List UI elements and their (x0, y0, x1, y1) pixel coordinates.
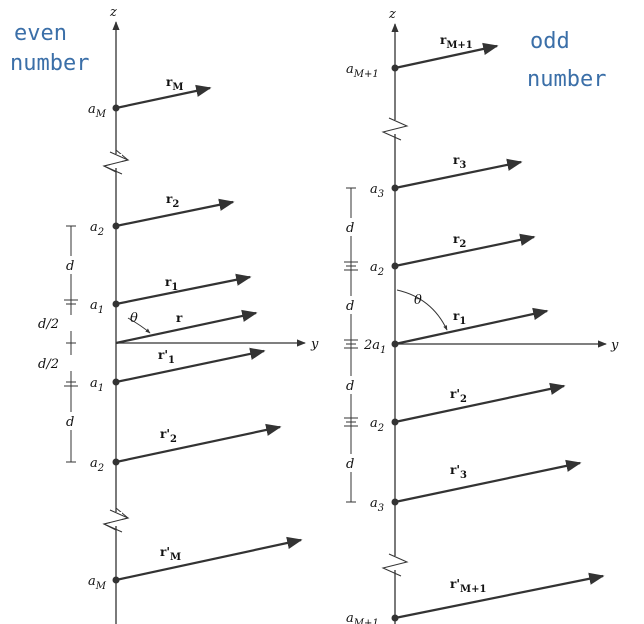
left-vector-r2 (115, 198, 235, 228)
right-vector-label-r3: r3 (453, 153, 466, 171)
left-spacing-half-bottom: d/2 (38, 357, 59, 372)
left-spacing-d-bottom: d (66, 415, 74, 430)
right-vector-label-r1: r1 (453, 309, 466, 327)
left-vector-rM (115, 84, 212, 110)
right-vector-rM1-prime (394, 572, 605, 620)
right-vector-label-rM1-prime: r'M+1 (450, 577, 486, 595)
right-spacing-d-2: d (346, 299, 354, 314)
left-spacing-half-top: d/2 (38, 317, 59, 332)
right-vector-label-r2-prime: r'2 (450, 387, 467, 405)
left-label-aM-bottom: aM (88, 574, 107, 592)
right-spacing-d-3: d (346, 379, 354, 394)
left-vector-label-r2-prime: r'2 (160, 427, 177, 445)
handwritten-odd: odd (530, 29, 570, 54)
left-y-label: y (310, 337, 319, 352)
left-vector-rM-prime (115, 536, 303, 582)
left-array: z y aM a2 a1 a1 a2 aM rM r2 r1 r r'1 r'2… (36, 5, 319, 624)
right-label-a3-top: a3 (370, 182, 384, 200)
right-label-aM1-bottom: aM+1 (346, 611, 379, 624)
right-label-a3-bottom: a3 (370, 496, 384, 514)
left-vector-label-r: r (176, 311, 183, 325)
handwritten-even: even (14, 21, 67, 46)
right-vector-r2-prime (394, 382, 566, 424)
handwritten-number-right: number (527, 67, 606, 92)
right-axis-break-top (381, 117, 409, 141)
left-spacing-d-top: d (66, 259, 74, 274)
left-vector-r2-prime (115, 423, 282, 464)
left-label-aM-top: aM (88, 102, 107, 120)
left-vector-label-r2: r2 (166, 192, 179, 210)
left-vector-r1-prime (115, 347, 266, 384)
left-label-a1-bottom: a1 (90, 376, 104, 394)
left-label-a1-top: a1 (90, 298, 104, 316)
right-theta-arc (396, 289, 448, 331)
right-vector-r2 (394, 233, 536, 268)
right-vector-r3-prime (394, 459, 582, 504)
left-vector-label-r1: r1 (165, 275, 178, 293)
left-vector-label-rM: rM (166, 75, 183, 93)
left-theta-arc (127, 317, 151, 334)
right-vector-label-r3-prime: r'3 (450, 463, 467, 481)
right-label-a2-bottom: a2 (370, 416, 384, 434)
right-y-label: y (610, 338, 619, 353)
right-vector-r1 (394, 307, 549, 346)
left-vector-label-r1-prime: r'1 (158, 348, 175, 366)
right-z-label: z (388, 7, 396, 22)
left-vector-r1 (115, 273, 252, 306)
right-vector-label-rM1: rM+1 (440, 33, 473, 51)
right-vector-r3 (394, 158, 523, 190)
right-label-aM1-top: aM+1 (346, 62, 379, 80)
right-label-2a1: 2a1 (363, 338, 386, 356)
right-vector-label-r2: r2 (453, 232, 466, 250)
left-vector-label-rM-prime: r'M (160, 545, 181, 563)
right-spacing-d-4: d (346, 457, 354, 472)
left-label-a2-bottom: a2 (90, 456, 104, 474)
handwritten-number-left: number (10, 51, 89, 76)
right-label-a2-top: a2 (370, 260, 384, 278)
right-vector-rM1 (394, 42, 499, 70)
left-vector-r (115, 309, 258, 345)
left-z-label: z (109, 5, 117, 20)
left-label-a2-top: a2 (90, 220, 104, 238)
right-spacing-d-1: d (346, 221, 354, 236)
left-theta-label: θ (130, 311, 138, 326)
right-axis-break-bottom (381, 553, 409, 577)
right-array: z y aM+1 a3 a2 2a1 a2 a3 aM+1 rM+1 r3 r2… (340, 7, 619, 624)
right-theta-label: θ (414, 293, 422, 308)
